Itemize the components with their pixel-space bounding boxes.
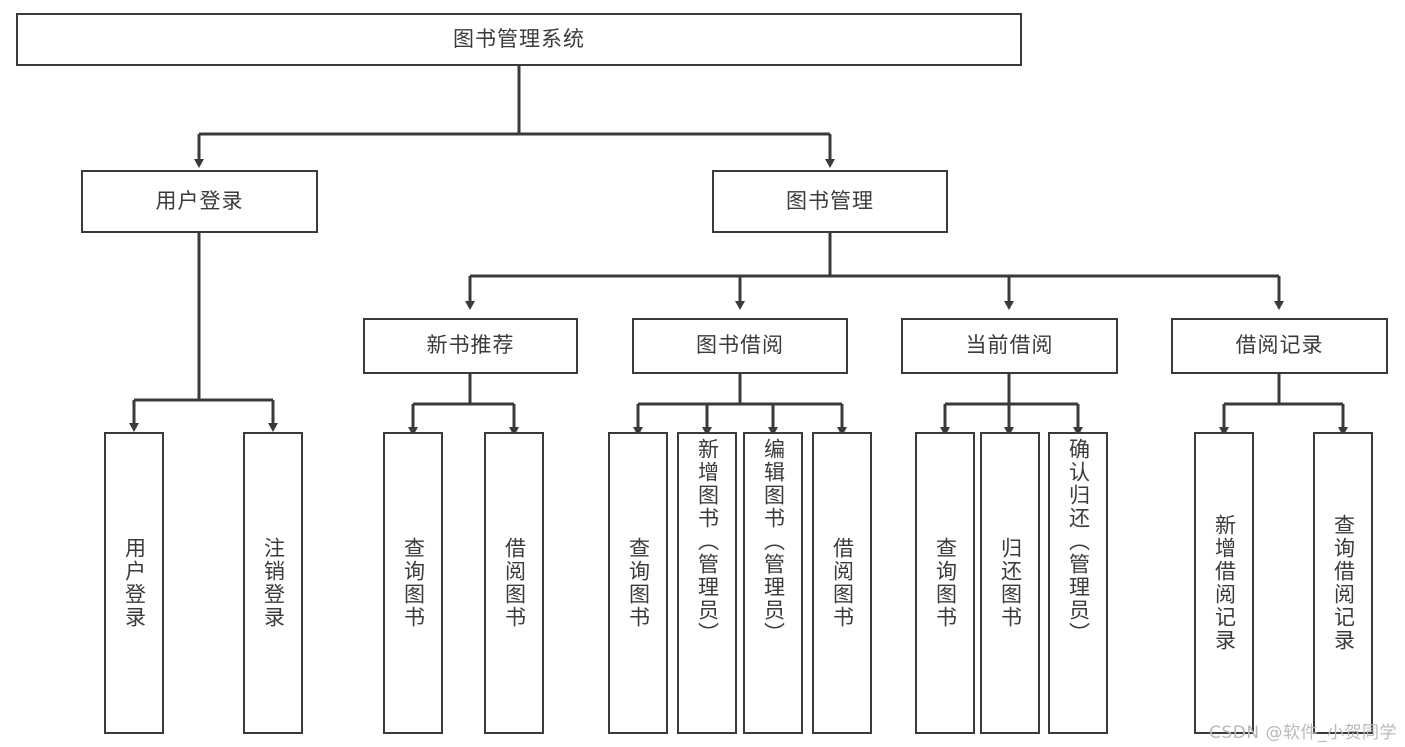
leaf-label: 编辑图书（管理员） bbox=[761, 438, 786, 645]
leaf-add-book[interactable]: 新增图书（管理员） bbox=[677, 432, 737, 734]
node-new-book-recommend[interactable]: 新书推荐 bbox=[363, 318, 578, 374]
leaf-borrow-book-1[interactable]: 借阅图书 bbox=[484, 432, 544, 734]
leaf-confirm-return[interactable]: 确认归还（管理员） bbox=[1048, 432, 1108, 734]
node-borrow-record[interactable]: 借阅记录 bbox=[1171, 318, 1388, 374]
leaf-query-record[interactable]: 查询借阅记录 bbox=[1313, 432, 1373, 734]
leaf-label: 新增借阅记录 bbox=[1212, 514, 1237, 652]
leaf-borrow-book-2[interactable]: 借阅图书 bbox=[812, 432, 872, 734]
csdn-watermark: CSDN @软件_小贺同学 bbox=[1209, 723, 1397, 743]
node-root-system[interactable]: 图书管理系统 bbox=[16, 13, 1022, 66]
leaf-label: 确认归还（管理员） bbox=[1066, 438, 1091, 645]
leaf-label: 查询借阅记录 bbox=[1331, 514, 1356, 652]
node-label: 借阅记录 bbox=[1235, 333, 1324, 358]
leaf-label: 归还图书 bbox=[998, 537, 1023, 629]
node-book-borrow[interactable]: 图书借阅 bbox=[632, 318, 848, 374]
node-label: 图书管理系统 bbox=[453, 26, 585, 51]
leaf-query-book-1[interactable]: 查询图书 bbox=[383, 432, 443, 734]
leaf-label: 借阅图书 bbox=[502, 537, 527, 629]
leaf-user-login[interactable]: 用户登录 bbox=[104, 432, 164, 734]
leaf-return-book[interactable]: 归还图书 bbox=[980, 432, 1040, 734]
leaf-add-record[interactable]: 新增借阅记录 bbox=[1194, 432, 1254, 734]
leaf-user-logout[interactable]: 注销登录 bbox=[243, 432, 303, 734]
node-book-manage[interactable]: 图书管理 bbox=[712, 170, 948, 233]
leaf-label: 用户登录 bbox=[122, 537, 147, 629]
node-label: 图书借阅 bbox=[696, 333, 784, 358]
leaf-label: 新增图书（管理员） bbox=[695, 438, 720, 645]
node-current-borrow[interactable]: 当前借阅 bbox=[901, 318, 1118, 374]
leaf-edit-book[interactable]: 编辑图书（管理员） bbox=[743, 432, 803, 734]
leaf-query-book-3[interactable]: 查询图书 bbox=[915, 432, 975, 734]
leaf-label: 查询图书 bbox=[401, 537, 426, 629]
node-user-login[interactable]: 用户登录 bbox=[81, 170, 318, 233]
leaf-query-book-2[interactable]: 查询图书 bbox=[608, 432, 668, 734]
node-label: 新书推荐 bbox=[426, 333, 515, 358]
leaf-label: 借阅图书 bbox=[830, 537, 855, 629]
node-label: 图书管理 bbox=[786, 188, 874, 213]
leaf-label: 查询图书 bbox=[933, 537, 958, 629]
node-label: 当前借阅 bbox=[965, 333, 1054, 358]
leaf-label: 查询图书 bbox=[626, 537, 651, 629]
node-label: 用户登录 bbox=[155, 188, 244, 213]
leaf-label: 注销登录 bbox=[261, 537, 286, 629]
